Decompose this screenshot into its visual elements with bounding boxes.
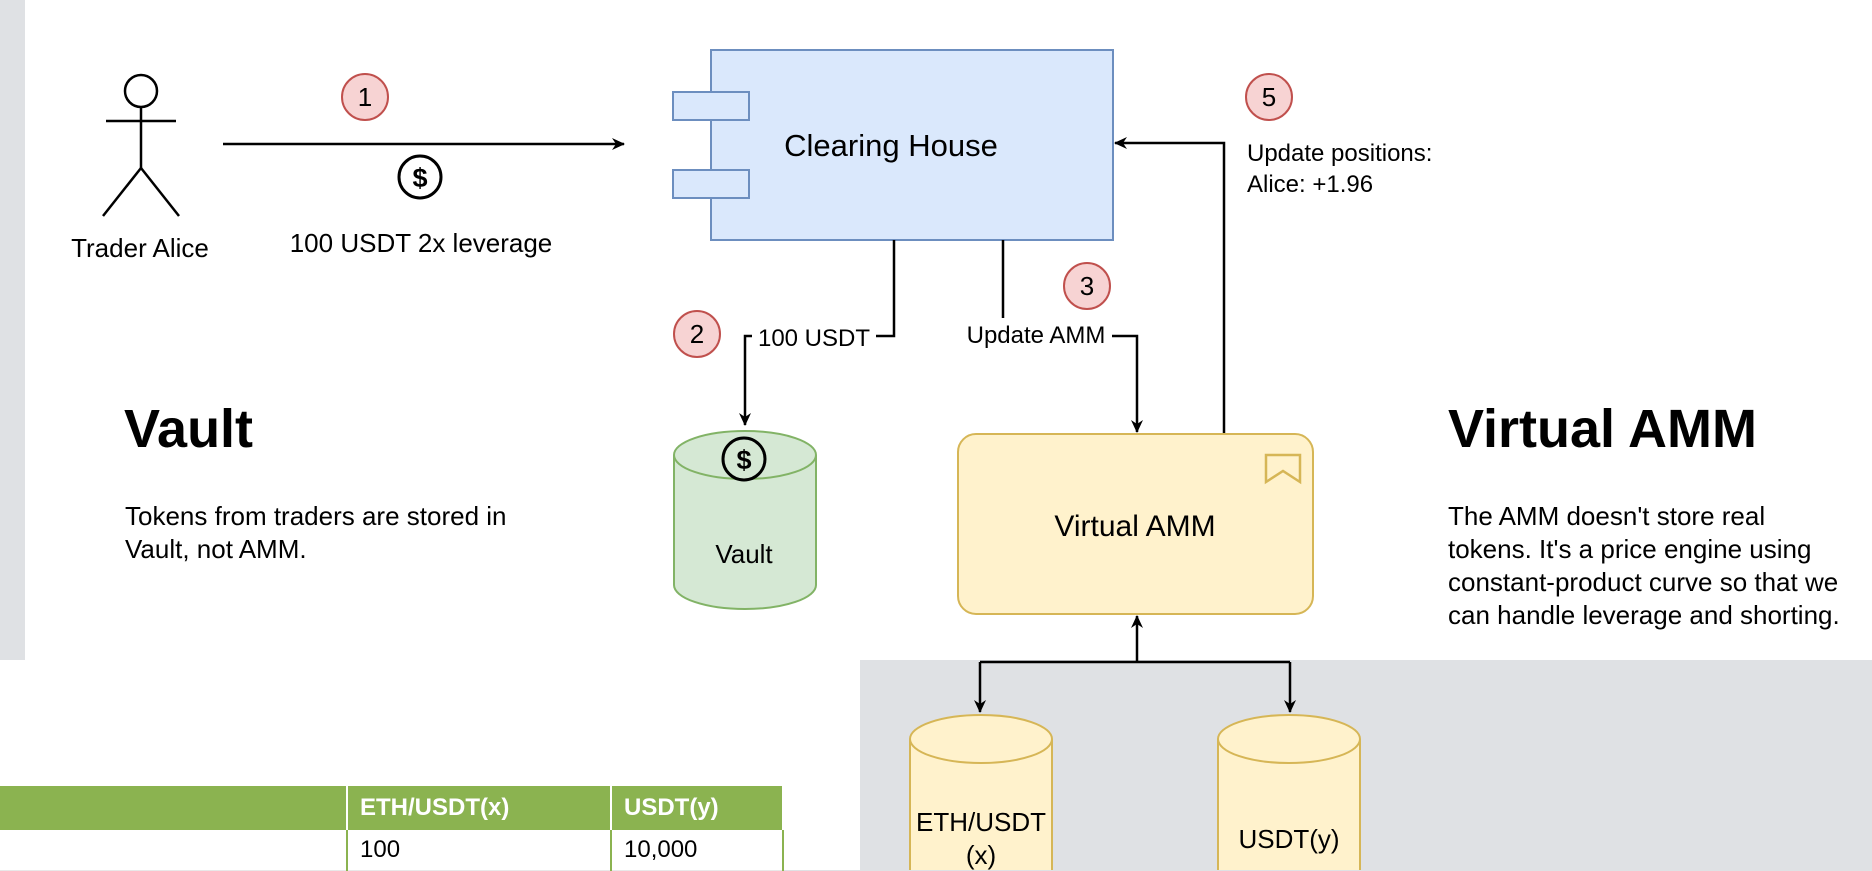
eth-usdt-cylinder [909, 714, 1053, 870]
usdt-cylinder [1217, 714, 1361, 870]
step5-label-line2: Alice: +1.96 [1247, 171, 1373, 198]
trader-actor-icon [102, 73, 180, 217]
step2-marker: 2 [673, 310, 721, 358]
step3-label: Update AMM [967, 322, 1106, 349]
vault-cylinder-label: Vault [715, 539, 773, 569]
step3-marker: 3 [1063, 262, 1111, 310]
table-header-cell: USDT(y) [611, 786, 784, 830]
amm-desc-line: tokens. It's a price engine using [1448, 534, 1812, 564]
table-header-cell: ETH/USDT(x) [347, 786, 612, 830]
actor-label: Trader Alice [71, 233, 209, 263]
vault-desc-line: Tokens from traders are stored in [125, 501, 507, 531]
step5-number: 5 [1262, 82, 1276, 112]
eth-usdt-cylinder-label-line2: (x) [966, 840, 996, 870]
amm-desc-line: The AMM doesn't store real [1448, 501, 1766, 531]
virtual-amm-box-label: Virtual AMM [1054, 510, 1215, 543]
amm-reserves-table: ETH/USDT(x) USDT(y) 100 10,000 [0, 786, 784, 871]
step3-number: 3 [1080, 271, 1094, 301]
clearing-house-component [672, 49, 1114, 241]
amm-to-tokens-connector [974, 615, 1296, 713]
step1-marker: 1 [341, 73, 389, 121]
amm-section-description: The AMM doesn't store real tokens. It's … [1448, 500, 1840, 632]
step5-connector [1114, 137, 1226, 433]
bookmark-icon [1264, 453, 1302, 485]
eth-usdt-cylinder-label-line1: ETH/USDT [916, 807, 1046, 837]
amm-section-title: Virtual AMM [1448, 399, 1758, 459]
vault-section-title: Vault [124, 399, 254, 459]
step5-marker: 5 [1245, 73, 1293, 121]
svg-text:$: $ [412, 163, 427, 193]
svg-text:$: $ [736, 445, 751, 475]
vault-desc-line: Vault, not AMM. [125, 534, 307, 564]
vault-section-description: Tokens from traders are stored in Vault,… [125, 500, 507, 566]
step2-number: 2 [690, 319, 704, 349]
table-header-cell [0, 786, 348, 830]
vault-dollar-icon: $ [721, 436, 767, 482]
usdt-cylinder-label: USDT(y) [1238, 824, 1339, 854]
virtual-amm-box [957, 433, 1314, 615]
amm-desc-line: constant-product curve so that we [1448, 567, 1839, 597]
step2-label: 100 USDT [758, 325, 870, 352]
table-cell: 10,000 [611, 830, 784, 871]
clearing-house-label: Clearing House [784, 128, 998, 163]
table-cell [0, 830, 348, 871]
step1-number: 1 [358, 82, 372, 112]
table-header-row: ETH/USDT(x) USDT(y) [0, 786, 784, 830]
step5-label-line1: Update positions: [1247, 140, 1432, 167]
amm-desc-line: can handle leverage and shorting. [1448, 600, 1840, 630]
table-row: 100 10,000 [0, 830, 784, 871]
step1-label: 100 USDT 2x leverage [290, 228, 553, 258]
dollar-coin-icon: $ [397, 154, 443, 200]
table-cell: 100 [347, 830, 612, 871]
